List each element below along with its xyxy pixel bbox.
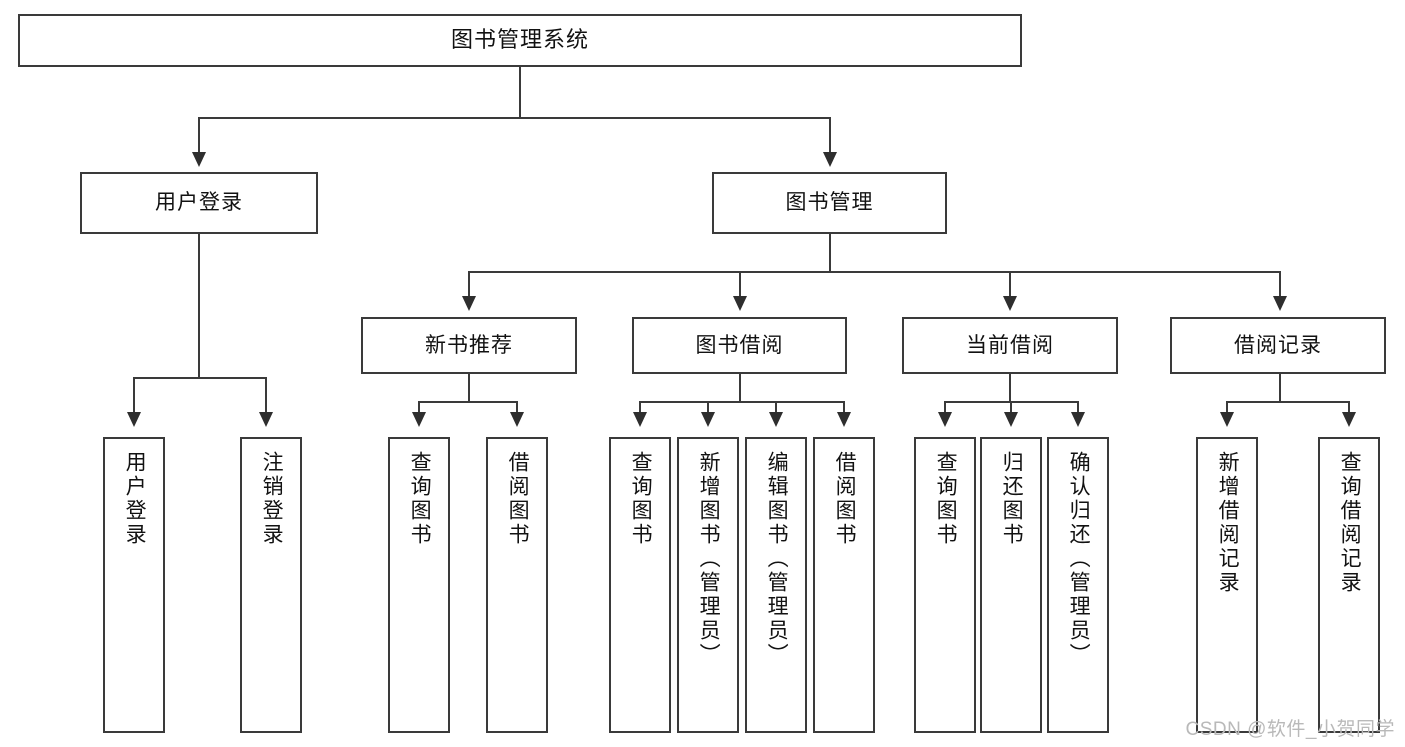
- node-leaf-logout[interactable]: 注销登录: [240, 437, 302, 733]
- connector-userlogin-drop-2: [265, 377, 267, 413]
- connector-current-drop-2: [1010, 401, 1012, 413]
- node-label: 查询图书: [629, 451, 653, 547]
- arrowhead-current-leaf-2: [1004, 412, 1018, 427]
- connector-root-to-bookmgmt: [829, 117, 831, 153]
- connector-bookmgmt-bus: [468, 271, 1280, 273]
- node-label: 借阅记录: [1234, 333, 1322, 357]
- connector-record-drop-1: [1226, 401, 1228, 413]
- node-leaf-newbook-borrow-book[interactable]: 借阅图书: [486, 437, 548, 733]
- arrowhead-bookmgmt-record: [1273, 296, 1287, 311]
- arrowhead-userlogin-leaf-2: [259, 412, 273, 427]
- connector-borrow-stem: [739, 374, 741, 402]
- node-label: 查询图书: [408, 451, 432, 547]
- connector-newbook-stem: [468, 374, 470, 402]
- node-leaf-record-query-borrow-record[interactable]: 查询借阅记录: [1318, 437, 1380, 733]
- node-leaf-current-return-book[interactable]: 归还图书: [980, 437, 1042, 733]
- arrowhead-bookmgmt-borrow: [733, 296, 747, 311]
- connector-record-bus: [1226, 401, 1350, 403]
- arrowhead-newbook-leaf-1: [412, 412, 426, 427]
- arrowhead-root-to-bookmgmt: [823, 152, 837, 167]
- arrowhead-record-leaf-1: [1220, 412, 1234, 427]
- connector-userlogin-stem: [198, 234, 200, 378]
- arrowhead-bookmgmt-current: [1003, 296, 1017, 311]
- arrowhead-current-leaf-1: [938, 412, 952, 427]
- node-leaf-borrow-edit-book-admin[interactable]: 编辑图书（管理员）: [745, 437, 807, 733]
- connector-record-drop-2: [1348, 401, 1350, 413]
- connector-newbook-bus: [418, 401, 518, 403]
- node-label: 用户登录: [155, 191, 243, 215]
- connector-bookmgmt-drop-3: [1009, 271, 1011, 297]
- node-label: 图书管理: [785, 191, 874, 215]
- arrowhead-newbook-leaf-2: [510, 412, 524, 427]
- node-leaf-current-query-book[interactable]: 查询图书: [914, 437, 976, 733]
- arrowhead-borrow-leaf-1: [633, 412, 647, 427]
- arrowhead-current-leaf-3: [1071, 412, 1085, 427]
- connector-current-drop-3: [1077, 401, 1079, 413]
- node-label: 借阅图书: [506, 451, 530, 547]
- node-current-borrow[interactable]: 当前借阅: [902, 317, 1118, 374]
- connector-current-stem: [1009, 374, 1011, 402]
- node-label: 编辑图书（管理员）: [765, 451, 789, 667]
- node-leaf-borrow-borrow-book[interactable]: 借阅图书: [813, 437, 875, 733]
- connector-borrow-drop-4: [843, 401, 845, 413]
- node-label: 图书借阅: [695, 333, 784, 357]
- node-new-book-recommend[interactable]: 新书推荐: [361, 317, 577, 374]
- connector-bookmgmt-stem: [829, 234, 831, 272]
- connector-newbook-drop-1: [418, 401, 420, 413]
- connector-borrow-drop-2: [707, 401, 709, 413]
- node-borrow-record[interactable]: 借阅记录: [1170, 317, 1386, 374]
- node-label: 查询借阅记录: [1338, 451, 1362, 595]
- node-label: 新增借阅记录: [1216, 451, 1240, 595]
- node-book-borrow[interactable]: 图书借阅: [632, 317, 847, 374]
- connector-newbook-drop-2: [516, 401, 518, 413]
- connector-root-bus: [198, 117, 831, 119]
- connector-current-drop-1: [944, 401, 946, 413]
- node-leaf-user-login[interactable]: 用户登录: [103, 437, 165, 733]
- arrowhead-bookmgmt-newbook: [462, 296, 476, 311]
- connector-borrow-bus: [639, 401, 845, 403]
- connector-root-to-userlogin: [198, 117, 200, 153]
- arrowhead-root-to-userlogin: [192, 152, 206, 167]
- connector-root-stem: [519, 66, 521, 118]
- node-label: 新书推荐: [425, 333, 513, 357]
- node-leaf-borrow-add-book-admin[interactable]: 新增图书（管理员）: [677, 437, 739, 733]
- connector-bookmgmt-drop-4: [1279, 271, 1281, 297]
- node-label: 确认归还（管理员）: [1067, 451, 1091, 667]
- node-label: 归还图书: [1000, 451, 1024, 547]
- node-label: 查询图书: [934, 451, 958, 547]
- node-leaf-borrow-query-book[interactable]: 查询图书: [609, 437, 671, 733]
- node-root-book-management-system[interactable]: 图书管理系统: [18, 14, 1022, 67]
- arrowhead-borrow-leaf-2: [701, 412, 715, 427]
- node-book-management[interactable]: 图书管理: [712, 172, 947, 234]
- node-leaf-record-add-borrow-record[interactable]: 新增借阅记录: [1196, 437, 1258, 733]
- connector-bookmgmt-drop-2: [739, 271, 741, 297]
- node-label: 图书管理系统: [450, 27, 589, 53]
- node-user-login[interactable]: 用户登录: [80, 172, 318, 234]
- connector-borrow-drop-3: [775, 401, 777, 413]
- arrowhead-borrow-leaf-4: [837, 412, 851, 427]
- connector-record-stem: [1279, 374, 1281, 402]
- node-label: 注销登录: [260, 451, 284, 547]
- node-label: 当前借阅: [966, 333, 1054, 357]
- connector-borrow-drop-1: [639, 401, 641, 413]
- connector-userlogin-drop-1: [133, 377, 135, 413]
- connector-userlogin-bus: [133, 377, 266, 379]
- node-leaf-newbook-query-book[interactable]: 查询图书: [388, 437, 450, 733]
- arrowhead-borrow-leaf-3: [769, 412, 783, 427]
- node-label: 新增图书（管理员）: [697, 451, 721, 667]
- connector-bookmgmt-drop-1: [468, 271, 470, 297]
- node-label: 借阅图书: [833, 451, 857, 547]
- node-label: 用户登录: [123, 451, 147, 547]
- arrowhead-record-leaf-2: [1342, 412, 1356, 427]
- node-leaf-current-confirm-return-admin[interactable]: 确认归还（管理员）: [1047, 437, 1109, 733]
- arrowhead-userlogin-leaf-1: [127, 412, 141, 427]
